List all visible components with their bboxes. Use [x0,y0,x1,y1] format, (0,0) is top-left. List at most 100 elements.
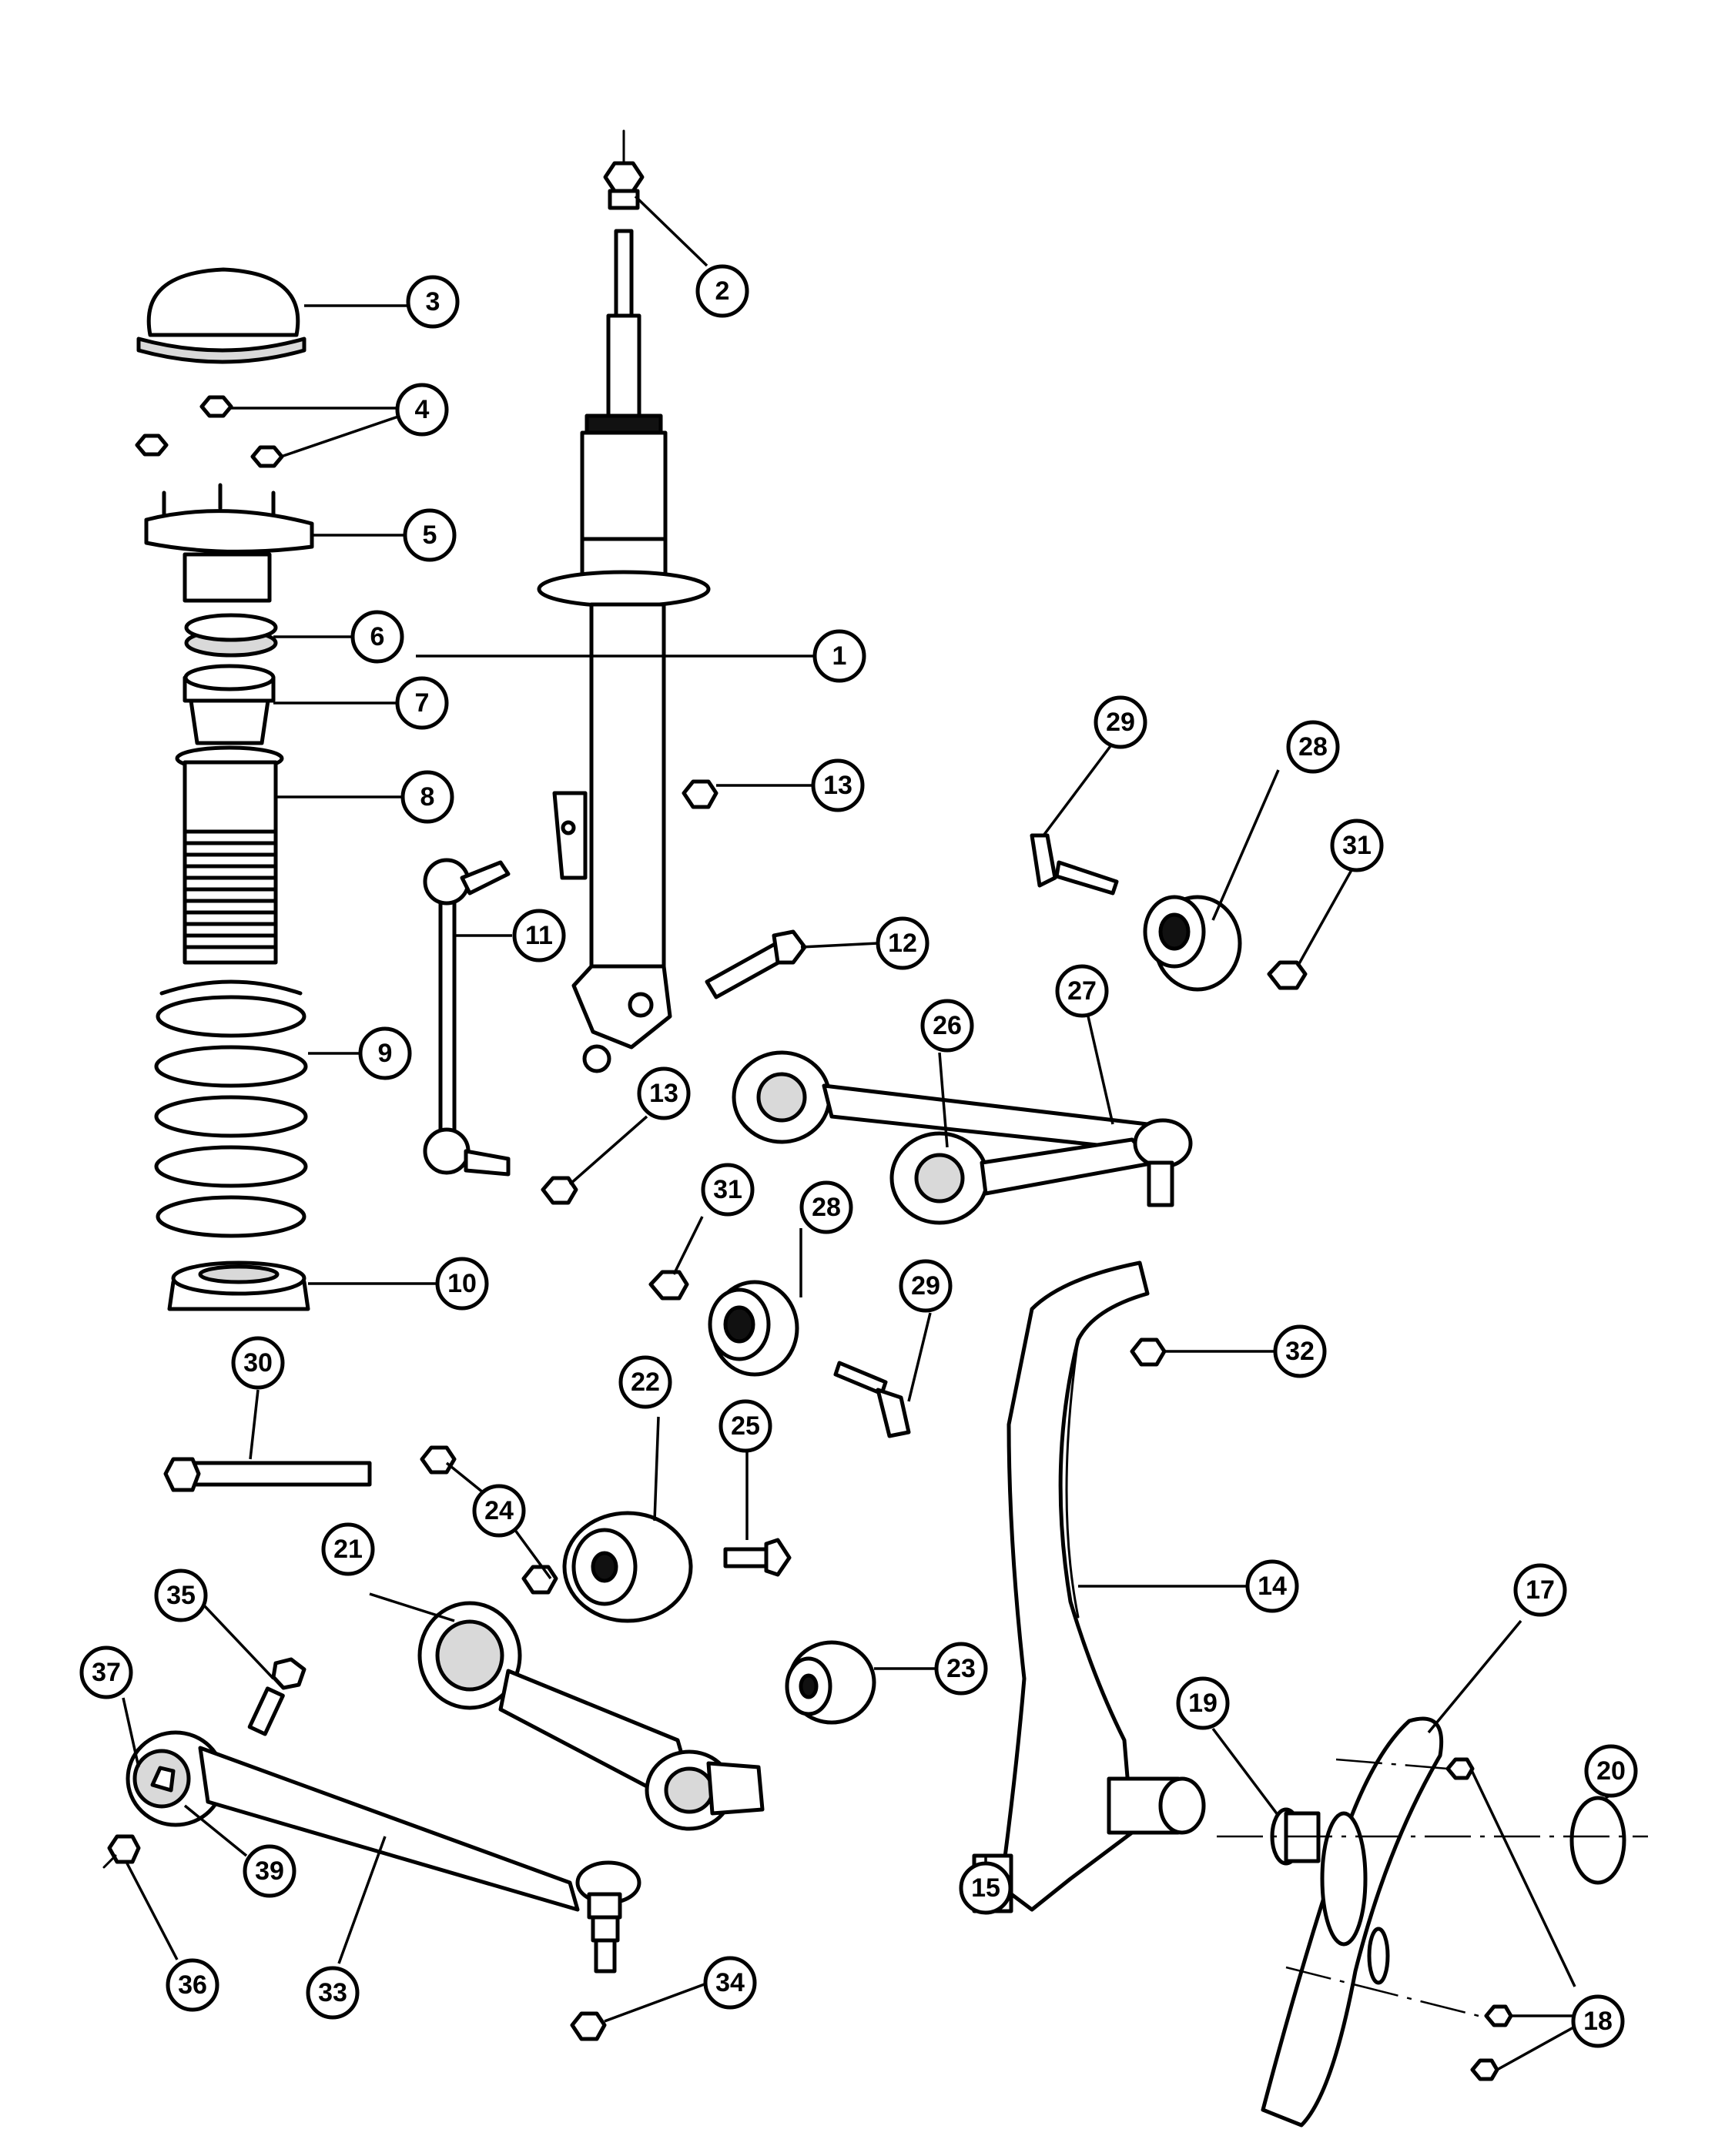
upper-control-arm [732,1050,1193,1225]
svg-text:24: 24 [484,1496,514,1525]
svg-text:1: 1 [832,641,847,671]
svg-text:8: 8 [420,782,435,812]
svg-text:35: 35 [166,1581,196,1610]
svg-text:12: 12 [888,929,917,958]
ball-joint-nut [570,2011,607,2041]
strut-bearing [184,613,278,658]
callout-15: 15 [959,1861,1013,1915]
callout-33: 33 [306,1966,360,2020]
dust-boot [175,745,284,965]
svg-text:29: 29 [911,1271,940,1301]
svg-text:31: 31 [1342,831,1372,860]
callout-18: 18 [1571,1994,1625,2048]
svg-text:25: 25 [731,1411,760,1441]
svg-text:30: 30 [243,1348,273,1378]
upper-strut-mount [144,483,314,603]
callout-21: 21 [321,1522,375,1576]
strut-assembly [537,229,711,1073]
mount-nuts [135,395,284,468]
small-bolt [723,1538,792,1577]
svg-text:13: 13 [649,1079,678,1108]
svg-text:2: 2 [715,276,730,306]
svg-text:11: 11 [525,921,553,950]
callout-28-lower: 28 [799,1180,853,1234]
strut-nut-upper [682,779,718,809]
lower-spring-seat [167,1260,310,1311]
callout-25: 25 [718,1399,772,1453]
cam-nut-lower [648,1270,689,1301]
svg-text:4: 4 [415,395,430,424]
callout-39: 39 [243,1844,296,1898]
svg-text:26: 26 [933,1011,962,1040]
callout-31-upper: 31 [1330,819,1384,872]
shield-bolts [1445,1757,1513,2081]
bushing-lower [708,1280,799,1377]
svg-text:3: 3 [426,287,440,316]
svg-text:22: 22 [631,1368,660,1397]
callout-24: 24 [472,1484,526,1538]
callout-14: 14 [1245,1559,1299,1613]
svg-text:20: 20 [1596,1756,1626,1786]
svg-text:17: 17 [1526,1575,1555,1605]
svg-text:19: 19 [1188,1689,1218,1718]
svg-text:13: 13 [823,771,852,800]
bushing-upper [1143,895,1242,992]
callout-1: 1 [812,629,866,683]
cam-nut-upper [1267,960,1308,990]
link-nut-lower [541,1176,578,1205]
callout-30: 30 [231,1336,285,1390]
strut-bolt [705,929,807,999]
callout-20: 20 [1584,1744,1638,1798]
callout-32: 32 [1273,1324,1327,1378]
callout-31-lower: 31 [701,1163,755,1217]
svg-text:36: 36 [178,1970,207,2000]
svg-text:9: 9 [378,1039,393,1068]
strut-nut [603,129,645,210]
callout-28-upper: 28 [1286,720,1340,774]
callout-22: 22 [618,1355,672,1409]
lower-control-arm [126,1730,641,1974]
cam-bolt-upper [1030,833,1119,896]
svg-text:27: 27 [1067,976,1097,1006]
callout-35: 35 [154,1568,208,1622]
callout-13-upper: 13 [811,758,865,812]
callout-34: 34 [703,1956,757,2010]
tension-strut [417,1601,765,1831]
cam-bolt-lower [833,1361,911,1438]
callout-27: 27 [1055,964,1109,1018]
callout-6: 6 [350,610,404,664]
svg-text:28: 28 [1298,732,1328,762]
callout-8: 8 [400,770,454,824]
callout-26: 26 [920,999,974,1053]
lower-arm-bolt [247,1657,306,1736]
svg-text:28: 28 [812,1193,841,1222]
control-arm-bushing [785,1640,876,1725]
callout-12: 12 [876,916,929,970]
callout-10: 10 [435,1257,489,1311]
svg-text:37: 37 [92,1658,121,1687]
callout-7: 7 [395,676,449,730]
svg-text:23: 23 [946,1654,976,1683]
svg-text:29: 29 [1106,708,1135,737]
callout-36: 36 [166,1958,219,2012]
callout-23: 23 [934,1642,988,1696]
callout-37: 37 [79,1645,133,1699]
top-mount-cap [136,267,306,364]
svg-text:21: 21 [333,1535,363,1564]
callout-3: 3 [406,275,460,329]
svg-text:33: 33 [318,1978,347,2007]
knuckle-nut [1130,1337,1167,1367]
svg-text:14: 14 [1258,1572,1287,1601]
svg-text:34: 34 [715,1968,745,1997]
callout-13-lower: 13 [637,1066,691,1120]
callout-9: 9 [358,1026,412,1080]
svg-text:5: 5 [423,521,437,550]
svg-text:39: 39 [255,1856,284,1886]
splash-shield [1261,1716,1444,2128]
callout-19: 19 [1176,1676,1230,1730]
callout-4: 4 [395,383,449,437]
svg-text:18: 18 [1583,2007,1613,2036]
callout-11: 11 [512,909,566,962]
long-bolt [163,1457,372,1492]
